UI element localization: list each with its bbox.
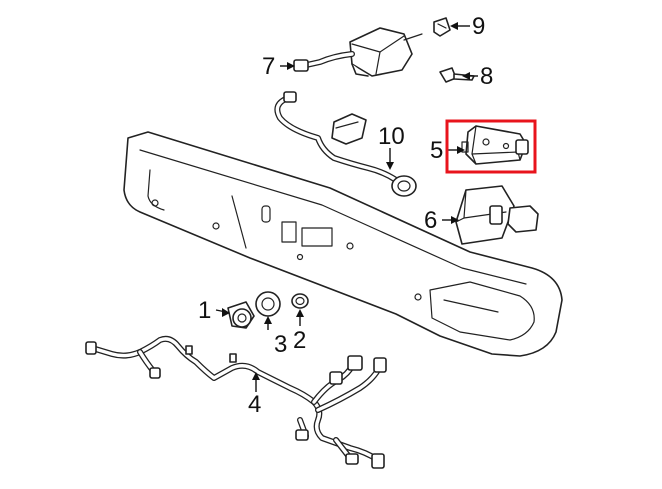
part-9-nut[interactable] (433, 17, 451, 37)
callout-9[interactable]: 9 (472, 13, 485, 40)
callout-6[interactable]: 6 (424, 207, 437, 234)
part-7-camera-unit[interactable] (293, 27, 423, 77)
callout-3[interactable]: 3 (274, 331, 287, 358)
highlight-box-part-5 (445, 119, 537, 174)
part-6-bracket[interactable] (455, 185, 539, 245)
callout-7[interactable]: 7 (262, 53, 275, 80)
part-10-camera-harness[interactable] (274, 91, 417, 197)
callout-1[interactable]: 1 (198, 297, 211, 324)
part-2-grommet[interactable] (291, 293, 309, 309)
callout-2[interactable]: 2 (293, 327, 306, 354)
callout-10[interactable]: 10 (378, 123, 405, 150)
part-5-sensor-module[interactable] (461, 125, 529, 165)
rear-bumper[interactable] (123, 131, 563, 357)
callout-5[interactable]: 5 (430, 137, 443, 164)
callout-numbers: 1 2 3 4 5 6 7 8 9 10 (198, 13, 493, 418)
part-4-sensor-harness[interactable] (85, 335, 387, 469)
part-3-retainer[interactable] (255, 291, 281, 317)
leader-lines (215, 22, 478, 392)
callout-8[interactable]: 8 (480, 63, 493, 90)
callout-4[interactable]: 4 (248, 391, 261, 418)
part-1-parking-sensor[interactable] (227, 301, 255, 329)
